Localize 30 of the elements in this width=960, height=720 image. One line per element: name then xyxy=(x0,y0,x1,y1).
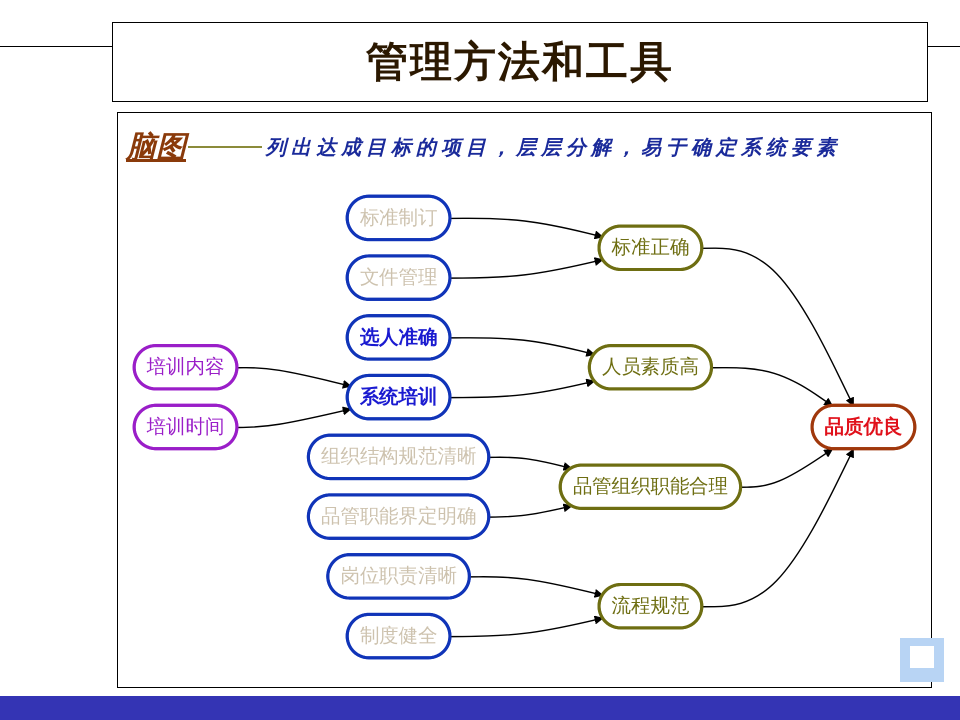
arrow xyxy=(237,366,352,389)
arrow xyxy=(489,503,572,518)
oval-node: 岗位职责清晰 xyxy=(326,553,471,600)
oval-node: 流程规范 xyxy=(598,583,704,630)
arrow xyxy=(741,448,833,488)
oval-node: 标准制订 xyxy=(346,194,452,242)
arrow xyxy=(489,456,572,471)
arrow xyxy=(450,257,604,279)
oval-node: 制度健全 xyxy=(346,612,452,660)
oval-node: 品管组织职能合理 xyxy=(558,464,742,510)
subtitle-text: 列出达成目标的项目，层层分解，易于确定系统要素 xyxy=(266,134,841,160)
oval-node: 品质优良 xyxy=(810,404,916,450)
oval-node: 系统培训 xyxy=(346,374,452,420)
oval-node: 品管职能界定明确 xyxy=(306,493,490,540)
oval-node: 选人准确 xyxy=(346,314,452,361)
oval-node: 标准正确 xyxy=(598,224,704,271)
arrow xyxy=(702,448,854,608)
arrow xyxy=(470,576,604,598)
slide-title: 管理方法和工具 xyxy=(366,36,674,88)
arrow xyxy=(450,337,595,357)
oval-node: 培训时间 xyxy=(132,404,238,450)
oval-node: 培训内容 xyxy=(132,344,238,390)
oval-node: 组织结构规范清晰 xyxy=(306,434,490,480)
arrow xyxy=(450,378,595,398)
oval-node: 文件管理 xyxy=(346,254,452,301)
arrow xyxy=(450,616,604,638)
oval-node: 人员素质高 xyxy=(588,344,714,390)
arrow xyxy=(712,366,833,406)
arrow xyxy=(450,218,604,240)
arrow xyxy=(237,406,352,428)
